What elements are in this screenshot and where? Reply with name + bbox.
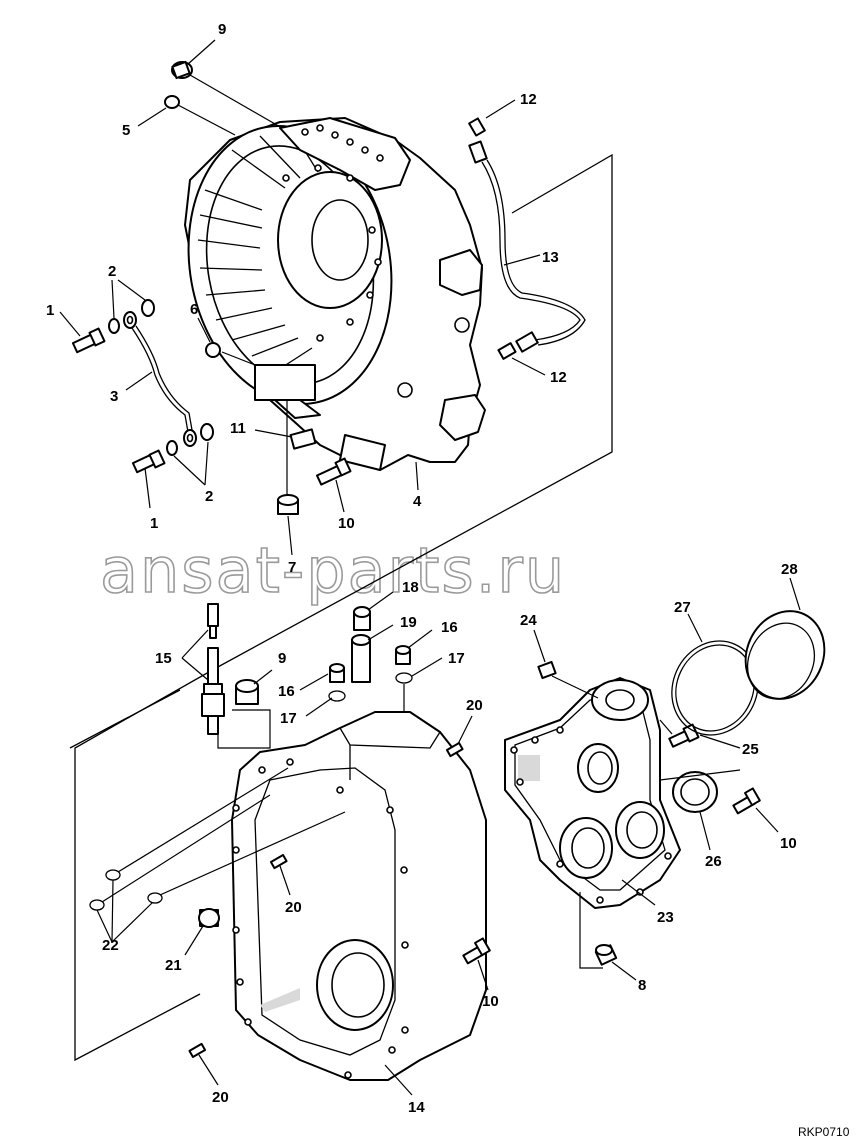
callout-21: 21 <box>165 957 182 974</box>
callout-25: 25 <box>742 741 759 758</box>
callout-labels: 9 5 12 13 2 1 6 12 3 11 2 4 1 10 7 28 18… <box>46 21 798 1116</box>
callout-19: 19 <box>400 614 417 631</box>
callout-12-mid: 12 <box>550 369 567 386</box>
callout-7: 7 <box>288 559 296 576</box>
plug-24 <box>537 660 557 680</box>
callout-15: 15 <box>155 650 172 667</box>
bolt-10-top <box>316 457 352 486</box>
callout-27: 27 <box>674 599 691 616</box>
callout-6: 6 <box>190 301 198 318</box>
callout-12-top: 12 <box>520 91 537 108</box>
plug-21 <box>198 908 220 928</box>
earth-strap-assembly <box>71 299 214 474</box>
callout-14: 14 <box>408 1099 425 1116</box>
sensor-15 <box>201 603 225 735</box>
plug-11 <box>289 428 317 450</box>
plug-16-left <box>328 663 346 702</box>
callout-2-top: 2 <box>108 263 116 280</box>
callout-13: 13 <box>542 249 559 266</box>
callout-3: 3 <box>110 388 118 405</box>
bell-housing <box>184 117 486 471</box>
bolt-25 <box>668 723 700 748</box>
callout-20-mid: 20 <box>285 899 302 916</box>
callout-5: 5 <box>122 122 130 139</box>
callout-20-bottom: 20 <box>212 1089 229 1106</box>
callout-18: 18 <box>402 579 419 596</box>
plug-16-right <box>395 645 413 684</box>
callout-17-left: 17 <box>280 710 297 727</box>
plug-7 <box>277 494 299 515</box>
callout-1-top: 1 <box>46 302 54 319</box>
plug-5 <box>164 95 180 109</box>
callout-4: 4 <box>413 493 422 510</box>
callout-26: 26 <box>705 853 722 870</box>
o-ring-27 <box>671 640 759 736</box>
callout-8: 8 <box>638 977 646 994</box>
callout-22: 22 <box>102 937 119 954</box>
callout-10-lower: 10 <box>482 993 499 1010</box>
callout-16-right: 16 <box>441 619 458 636</box>
callout-16-left: 16 <box>278 683 295 700</box>
callout-9-top: 9 <box>218 21 226 38</box>
bolt-10-lower <box>462 937 491 965</box>
cover-cap-28 <box>744 610 826 700</box>
bolt-10-right <box>732 787 761 815</box>
watermark: ansat-parts.ru <box>100 534 566 607</box>
callout-17-right: 17 <box>448 650 465 667</box>
plug-18-19 <box>351 606 371 683</box>
plug-6 <box>205 342 221 358</box>
dowels-20 <box>188 742 464 1058</box>
callout-20-top: 20 <box>466 697 483 714</box>
seal-ring-26 <box>672 771 718 813</box>
rear-cover <box>504 677 681 909</box>
plug-8 <box>594 944 618 966</box>
drawing-reference: RKP0710 <box>798 1125 850 1137</box>
group-frame-lines <box>69 153 613 1062</box>
callout-23: 23 <box>657 909 674 926</box>
plug-9-lower <box>235 679 259 705</box>
callout-2-bottom: 2 <box>205 488 213 505</box>
callout-11: 11 <box>230 420 246 437</box>
callout-10-right: 10 <box>780 835 797 852</box>
callout-10-top: 10 <box>338 515 355 532</box>
hydraulic-pipe <box>468 117 586 360</box>
callout-1-bottom: 1 <box>150 515 158 532</box>
gearbox-housing <box>231 711 487 1081</box>
callout-9-lower: 9 <box>278 650 286 667</box>
callout-24: 24 <box>520 612 537 629</box>
plug-9-top <box>171 60 193 80</box>
callout-28: 28 <box>781 561 798 578</box>
